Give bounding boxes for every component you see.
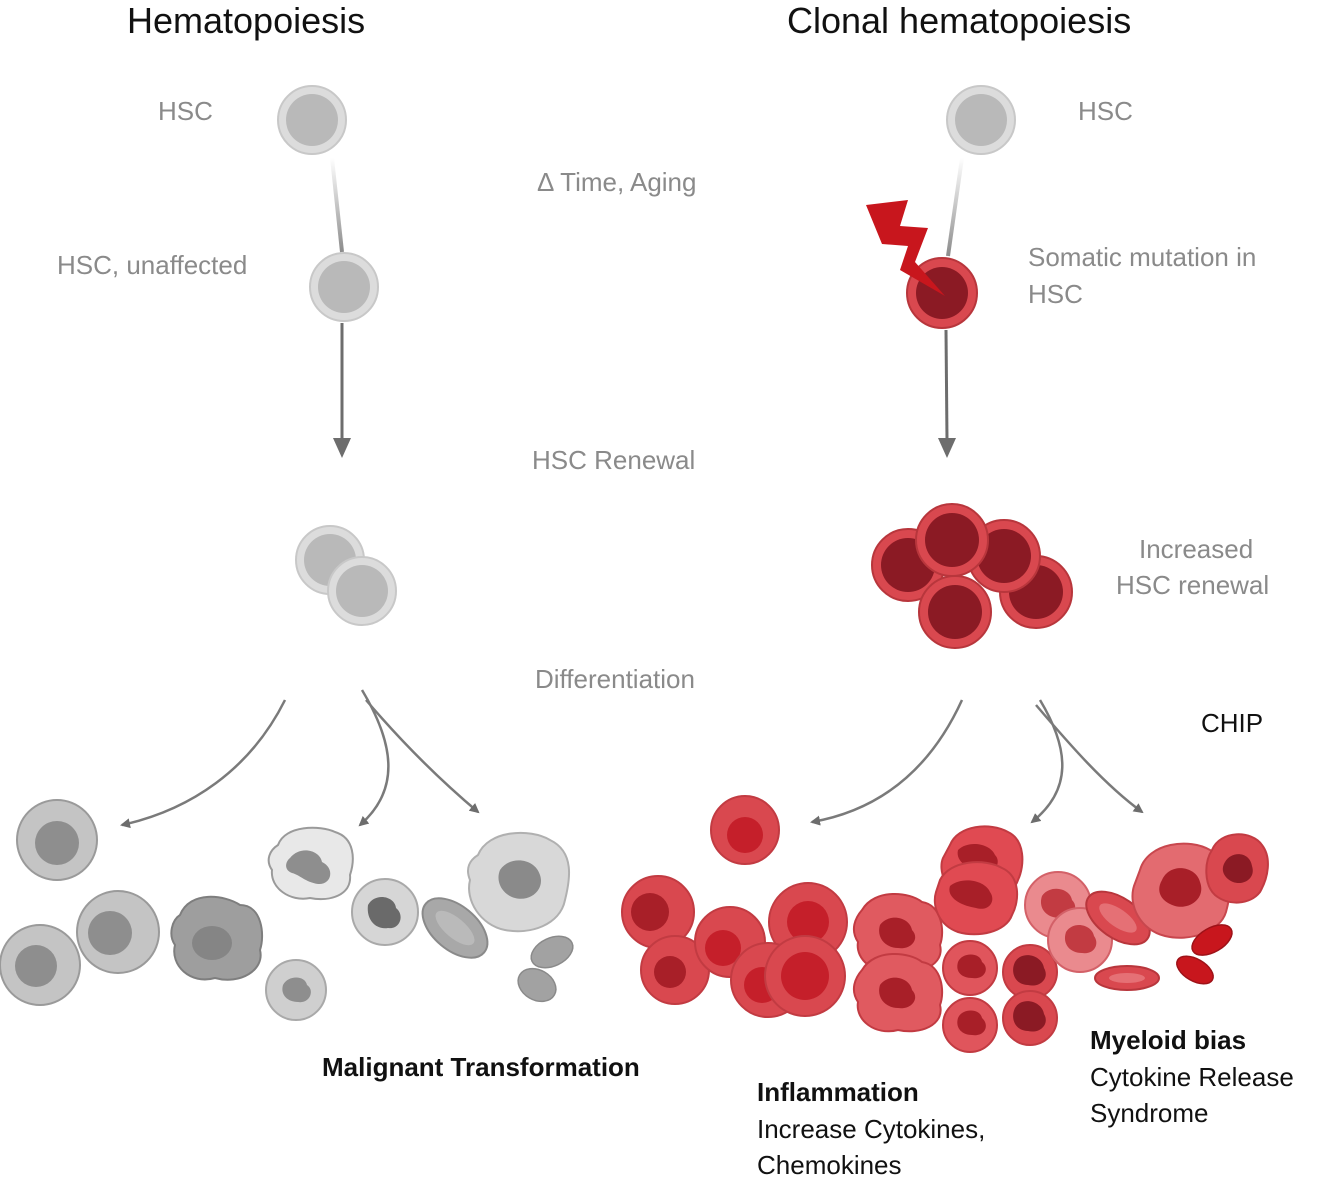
grey-cell-cluster [0,799,574,1021]
lightning-bolt-icon [866,200,945,296]
label-somatic-mutation-line1: Somatic mutation in [1028,242,1257,272]
label-inflammation-title: Inflammation [757,1077,919,1107]
label-hsc-renewal: HSC Renewal [532,445,696,475]
label-increased-line1: Increased [1139,534,1254,564]
arrow-down-icon [938,329,956,458]
increased-hsc-renewal-cells [871,503,1073,649]
label-differentiation: Differentiation [535,664,695,694]
label-inflammation-line2: Chemokines [757,1150,902,1180]
red-cell-cluster [621,795,1269,1053]
title-clonal-hematopoiesis: Clonal hematopoiesis [787,0,1132,41]
label-somatic-mutation-line2: HSC [1028,279,1083,309]
hsc-cell-left-unaffected [309,252,379,322]
label-hsc-unaffected: HSC, unaffected [57,250,248,280]
title-hematopoiesis: Hematopoiesis [127,0,366,41]
label-myeloid-line1: Cytokine Release [1090,1062,1294,1092]
hsc-cell-left-top [277,85,347,155]
label-hsc-left: HSC [158,96,213,126]
hsc-cell-right-top [946,85,1016,155]
curved-arrow-icon [120,689,480,829]
curved-arrow-icon [810,699,1144,826]
label-increased-line2: HSC renewal [1116,570,1270,600]
label-chip: CHIP [1201,708,1264,738]
connector-line-right [946,157,964,257]
arrow-down-icon [333,323,351,458]
connector-line-left [330,157,344,253]
label-inflammation-line1: Increase Cytokines, [757,1114,986,1144]
label-time-aging: Δ Time, Aging [537,167,697,197]
label-myeloid-title: Myeloid bias [1090,1025,1247,1055]
label-myeloid-line2: Syndrome [1090,1098,1209,1128]
label-hsc-right: HSC [1078,96,1133,126]
label-malignant-transformation: Malignant Transformation [322,1052,640,1082]
hsc-renewal-cells-left [295,525,397,626]
